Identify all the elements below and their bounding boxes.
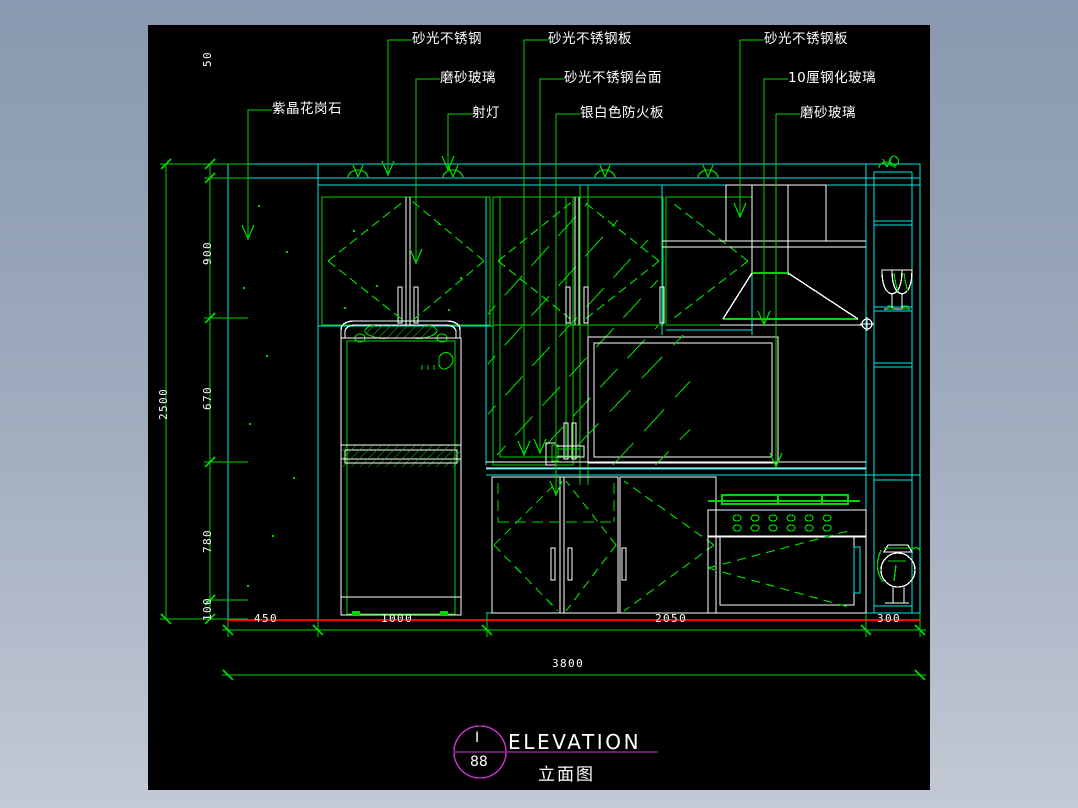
dimension-text-vertical: 900 <box>201 240 214 265</box>
spotlight-icon <box>594 164 616 179</box>
range-hood[interactable] <box>662 184 874 331</box>
annotation-label: 磨砂玻璃 <box>800 105 856 121</box>
horizontal-dimension-chain <box>222 613 926 681</box>
spotlight-symbols <box>347 158 896 179</box>
title-en: ELEVATION <box>508 730 642 754</box>
cooktop-and-oven[interactable] <box>707 494 867 614</box>
upper-cabinet-middle[interactable] <box>492 196 664 326</box>
annotation-label: 砂光不锈钢 <box>412 31 482 47</box>
backsplash-glass-panel <box>577 335 779 465</box>
display-column-items <box>876 155 921 604</box>
dimension-text-vertical: 50 <box>201 50 214 67</box>
fridge-mid-band <box>340 444 462 467</box>
base-cabinet-right[interactable] <box>619 476 717 614</box>
title-cn: 立面图 <box>538 765 595 785</box>
annotation-label: 紫晶花岗石 <box>272 101 342 117</box>
annotation-label: 砂光不锈钢板 <box>764 31 848 47</box>
dimension-text-horizontal: 300 <box>877 612 902 625</box>
spotlight-icon <box>347 164 369 179</box>
annotation-label: 砂光不锈钢板 <box>548 31 632 47</box>
base-cabinet-left[interactable] <box>491 476 619 614</box>
title-symbol-bottom: 88 <box>470 754 488 770</box>
hood-fixing-icon <box>860 317 874 331</box>
annotation-label: 磨砂玻璃 <box>440 70 496 86</box>
fridge-badge-icon <box>421 351 454 370</box>
title-symbol-top: I <box>475 730 480 746</box>
dimension-text-horizontal: 450 <box>254 612 279 625</box>
worktop <box>486 442 866 469</box>
dimension-text-vertical: 100 <box>201 596 214 621</box>
dimension-text-horizontal: 2050 <box>655 612 688 625</box>
title-symbol <box>453 725 658 779</box>
hob-burners <box>708 494 860 505</box>
cad-vector-drawing <box>160 155 926 779</box>
dimension-text-vertical: 780 <box>201 528 214 553</box>
vertical-dimension-chain <box>160 158 248 625</box>
annotation-label: 射灯 <box>472 105 500 121</box>
spotlight-icon <box>442 164 464 179</box>
dimension-text-vertical: 670 <box>201 385 214 410</box>
dimension-text-overall-vertical: 2500 <box>157 387 170 420</box>
oven-knobs <box>732 514 832 532</box>
dimension-text-overall-horizontal: 3800 <box>552 657 585 670</box>
tall-glass-cabinet[interactable] <box>478 185 668 485</box>
upper-cabinet-left[interactable] <box>321 196 491 326</box>
dimension-text-horizontal: 1000 <box>381 612 414 625</box>
vase-icon <box>880 544 916 604</box>
upper-cabinet-right[interactable] <box>659 185 753 335</box>
annotation-label: 10厘钢化玻璃 <box>788 70 877 86</box>
cad-drawing-canvas[interactable]: 紫晶花岗石 砂光不锈钢 磨砂玻璃 射灯 砂光不锈钢板 砂光不锈钢台面 银白色防火… <box>148 25 930 790</box>
carcass-outline-group <box>227 163 921 621</box>
annotation-label: 砂光不锈钢台面 <box>564 70 662 86</box>
refrigerator[interactable] <box>340 320 462 616</box>
spotlight-icon <box>697 164 719 179</box>
granite-panel-speckle <box>243 205 295 587</box>
annotation-label: 银白色防火板 <box>580 105 664 121</box>
